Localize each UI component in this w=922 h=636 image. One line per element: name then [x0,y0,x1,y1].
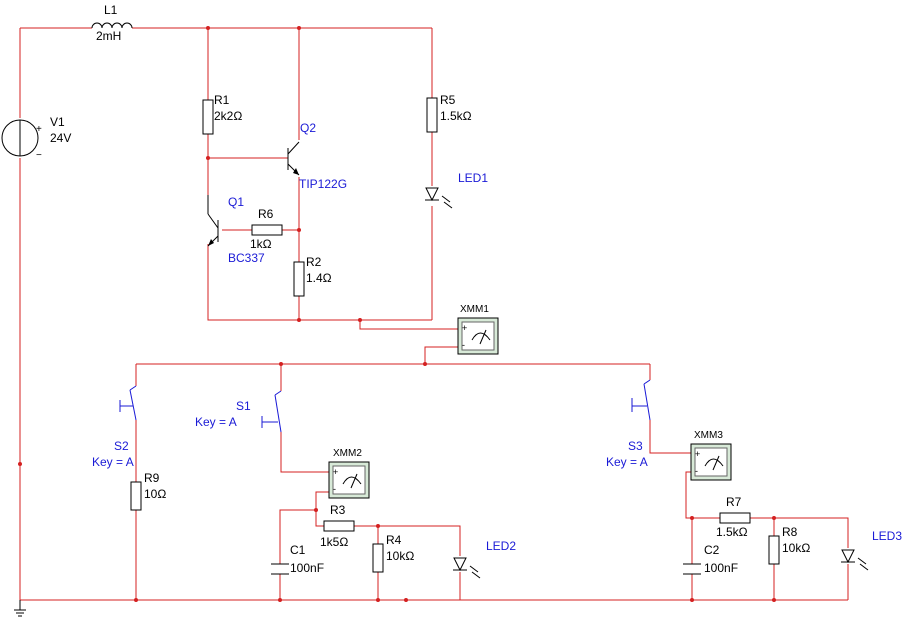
s2-key: Key = A [92,455,134,469]
xmm2-minus: - [333,484,336,494]
q2-ref: Q2 [300,121,316,135]
resistor-r1: R1 2k2Ω [202,93,242,135]
resistor-r5: R5 1.5kΩ [426,93,472,133]
resistor-r7: R7 1.5kΩ [716,495,751,539]
multimeter-xmm3: + - XMM3 [690,430,732,481]
voltage-source-v1: + − V1 24V [1,115,71,161]
q2-value: TIP122G [299,177,347,191]
resistor-r9: R9 10Ω [130,471,166,511]
multimeter-xmm2: + - XMM2 [328,448,370,499]
inductor-l1: L1 2mH [91,3,133,43]
s3-ref: S3 [628,439,643,453]
s2-ref: S2 [114,439,129,453]
resistor-r4: R4 10kΩ [372,533,414,573]
l1-ref: L1 [104,3,118,17]
led3-ref: LED3 [872,529,902,543]
r4-value: 10kΩ [386,549,414,563]
r2-value: 1.4Ω [306,271,332,285]
multimeter-xmm1: + - XMM1 [457,304,499,355]
r4-ref: R4 [386,533,402,547]
transistor-q2: Q2 TIP122G [287,121,347,191]
led2-ref: LED2 [486,539,516,553]
led1-ref: LED1 [458,171,488,185]
r8-ref: R8 [782,525,798,539]
r6-ref: R6 [258,207,274,221]
xmm3-minus: - [695,466,698,476]
s1-ref: S1 [236,399,251,413]
junction-dots [18,26,776,602]
s3-key: Key = A [606,455,648,469]
v1-plus: + [36,124,42,135]
r7-ref: R7 [726,495,742,509]
led-led2: LED2 [453,539,516,579]
xmm2-ref: XMM2 [333,448,362,459]
transistor-q1: Q1 BC337 [207,195,265,265]
r6-value: 1kΩ [250,237,272,251]
q1-ref: Q1 [228,195,244,209]
q1-value: BC337 [228,251,265,265]
resistor-r3: R3 1k5Ω [320,503,355,549]
resistor-r2: R2 1.4Ω [293,255,332,297]
xmm1-plus: + [462,323,467,333]
l1-value: 2mH [96,29,121,43]
switch-s2: S2 Key = A [92,385,137,469]
r3-value: 1k5Ω [320,535,348,549]
r1-ref: R1 [214,93,230,107]
xmm3-ref: XMM3 [694,430,723,441]
r8-value: 10kΩ [782,541,810,555]
v1-ref: V1 [50,115,65,129]
v1-value: 24V [50,131,71,145]
r9-ref: R9 [144,471,160,485]
c1-ref: C1 [290,543,306,557]
c2-ref: C2 [704,543,720,557]
r1-value: 2k2Ω [214,109,242,123]
led-led1: LED1 [425,171,488,209]
r5-ref: R5 [440,93,456,107]
c2-value: 100nF [704,561,738,575]
led-led3: LED3 [841,529,902,571]
c1-value: 100nF [290,561,324,575]
r5-value: 1.5kΩ [440,109,472,123]
switch-s3: S3 Key = A [606,379,651,469]
xmm3-plus: + [695,449,700,459]
r2-ref: R2 [306,255,322,269]
v1-minus: − [36,150,42,161]
resistor-r6: R6 1kΩ [250,207,283,251]
switch-s1: S1 Key = A [195,390,282,433]
xmm1-ref: XMM1 [460,304,489,315]
capacitor-c1: C1 100nF [271,543,324,575]
xmm1-minus: - [462,340,465,350]
ground-symbol [14,600,26,617]
s1-key: Key = A [195,415,237,429]
resistor-r8: R8 10kΩ [768,525,810,565]
r9-value: 10Ω [144,487,166,501]
r7-value: 1.5kΩ [716,525,748,539]
wires [19,27,849,601]
capacitor-c2: C2 100nF [683,543,738,575]
r3-ref: R3 [330,503,346,517]
xmm2-plus: + [333,467,338,477]
